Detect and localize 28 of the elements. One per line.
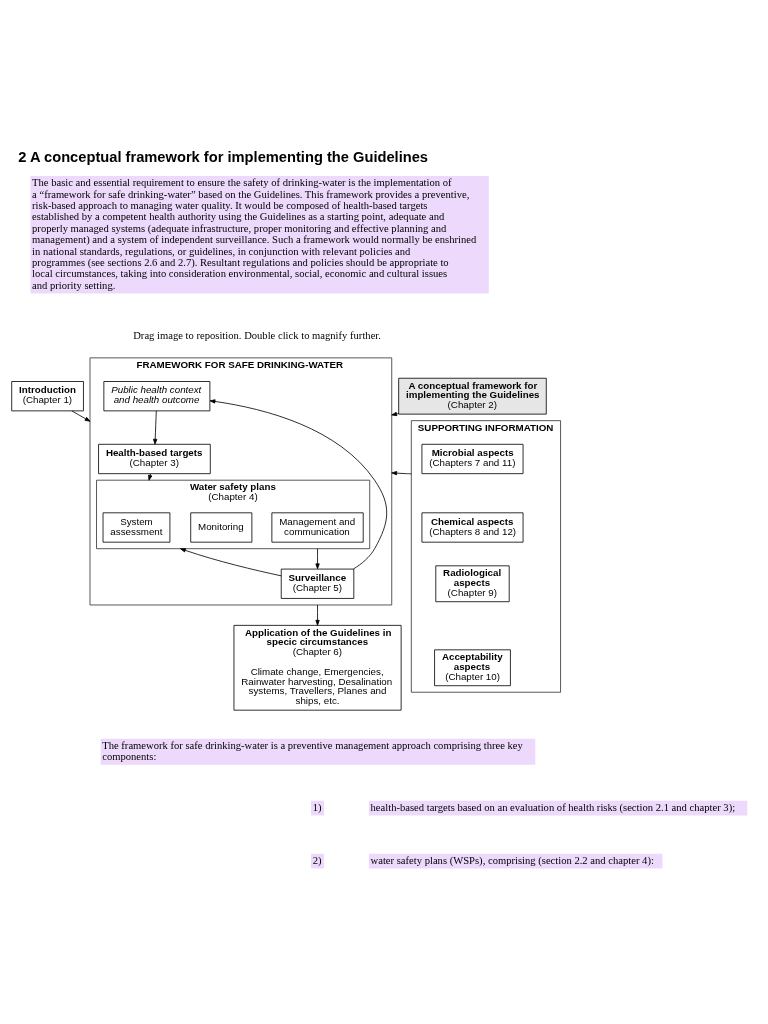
node-box: Radiological aspects (Chapter 9) (435, 565, 510, 603)
label: health-based targets based on an evaluation of health risks (section 2.1 and chapter 3); (370, 801, 736, 813)
node-box: Monitoring (190, 512, 253, 543)
arrow (209, 399, 388, 570)
arrow (391, 411, 400, 417)
node-box: Surveillance (Chapter 5) (280, 568, 355, 599)
arrow (71, 410, 91, 422)
arrow (153, 410, 158, 445)
node-box: Public health context and health outcome (103, 381, 211, 412)
label: water safety plans (WSPs), comprising (section 2.2 and chapter 4): (370, 854, 654, 866)
arrow (391, 471, 412, 476)
label: Drag image to reposition. Double click to magnify further. (133, 330, 381, 342)
node-box: Acceptability aspects (Chapter 10) (434, 649, 511, 687)
arrow (148, 473, 153, 481)
label: The framework for safe drinking-water is a preventive management approach comprising three key components: (102, 739, 523, 763)
node-box: Application of the Guidelines in specic circumstances (Chapter 6) Climate change, Emergencies, Rainwater harvesting, Desalination systems, Travellers, Planes and ships, etc. (233, 624, 402, 711)
label: 2) (312, 854, 322, 866)
node-box: Microbial aspects (Chapters 7 and 11) (421, 443, 524, 475)
label: The basic and essential requirement to ensure the safety of drinking-water is the implementation of a “framework for safe drinking-water” based on the Guidelines. This framework provides a preventive, risk-based approach to managing water quality. It would be composed of health-based targets established by a competent health authority using the Guidelines as a starting point, adequate and properly managed systems (adequate infrastructure, proper monitoring and effective planning and management) and a system of independent surveillance. Such a framework would normally be enshrined in national standards, regulations, or guidelines, in conjunction with relevant policies and programmes (see sections 2.6 and 2.7). Resultant regulations and policies should be appropriate to local circumstances, taking into consideration environmental, social, economic and cultural issues and priority setting. (32, 177, 477, 291)
arrow (315, 548, 320, 570)
diagram-title: 2 A conceptual framework for implementing the Guidelines (18, 149, 429, 166)
arrow (180, 548, 282, 577)
arrow (315, 604, 320, 626)
node-box: System assessment (102, 512, 171, 543)
node-box: Management and communication (271, 512, 364, 543)
label: 1) (312, 801, 322, 813)
node-box: Chemical aspects (Chapters 8 and 12) (421, 512, 524, 543)
node-box: Introduction (Chapter 1) (11, 381, 84, 412)
